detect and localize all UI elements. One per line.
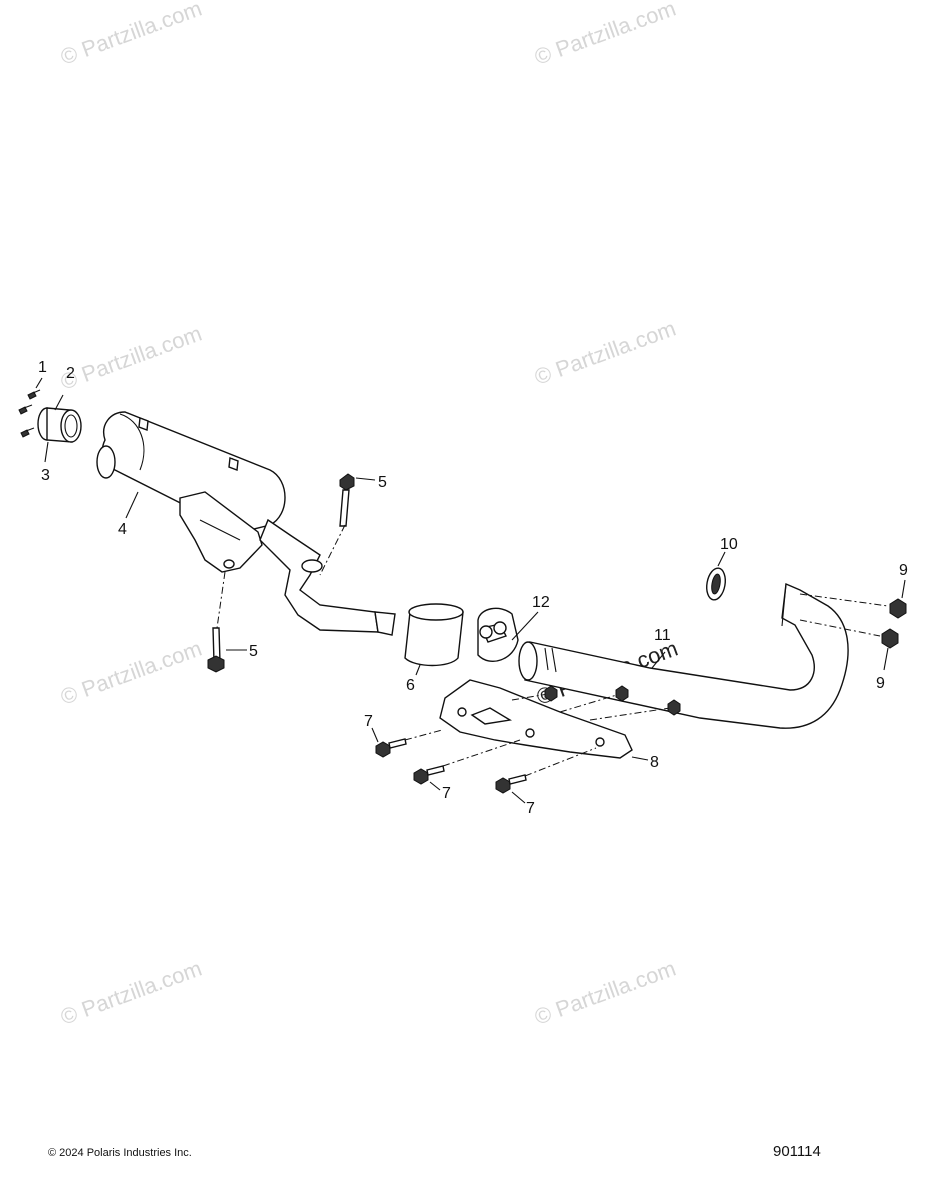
callout-7-middle: 7 [442,785,451,802]
callout-6: 6 [406,677,415,694]
watermark-4: © Partzilla.com [531,316,679,390]
header-pipe-part-11 [518,582,849,729]
callout-5-upper: 5 [378,474,387,491]
watermark-5: © Partzilla.com [57,636,205,710]
callout-7-right: 7 [526,800,535,817]
clamp-part-12 [477,607,539,662]
nuts-part-9 [799,579,907,671]
diagram-number: 901114 [773,1143,821,1160]
callout-9-upper: 9 [899,562,908,579]
callout-5-lower: 5 [249,643,258,660]
heat-shield-part-8 [439,679,681,761]
callout-3: 3 [41,467,50,484]
callout-2: 2 [66,365,75,382]
callout-10: 10 [720,536,738,553]
watermarks: © Partzilla.com © Partzilla.com © Partzi… [57,0,681,1030]
watermark-6: © Partzilla.com [57,956,205,1030]
bolts-part-7 [371,727,597,804]
watermark-3: © Partzilla.com [57,321,205,395]
watermark-7: © Partzilla.com [531,956,679,1030]
callout-11: 11 [654,627,671,644]
callout-7-left: 7 [364,713,373,730]
callout-1: 1 [38,359,47,376]
screws-part-1 [18,377,43,438]
watermark-2: © Partzilla.com [531,0,679,70]
spark-arrestor-part-2-3 [37,394,82,463]
bolts-part-5 [207,473,376,673]
gasket-ring-part-10 [706,551,726,601]
callout-labels: 1 2 3 4 5 5 6 7 7 7 8 9 9 10 11 12 [38,359,908,817]
callout-4: 4 [118,521,127,538]
gasket-sleeve-part-6 [404,603,464,676]
watermark-1: © Partzilla.com [57,0,205,70]
copyright-notice: © 2024 Polaris Industries Inc. [48,1147,192,1159]
callout-12: 12 [532,594,550,611]
muffler-part-4 [96,411,396,636]
callout-9-lower: 9 [876,675,885,692]
callout-8: 8 [650,754,659,771]
